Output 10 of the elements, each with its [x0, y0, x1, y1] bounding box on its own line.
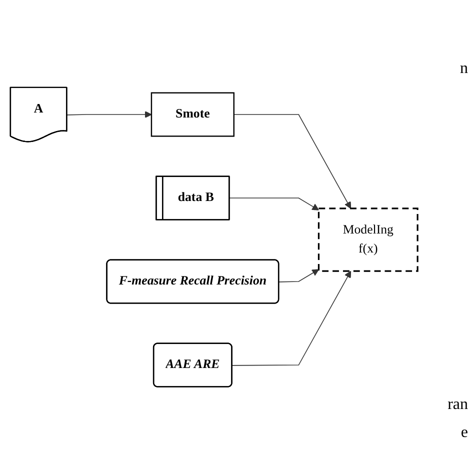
- cut-off-text: e: [460, 424, 468, 442]
- arrow: [278, 269, 320, 282]
- cut-off-text: ran: [448, 396, 468, 414]
- arrow: [228, 198, 320, 210]
- node-box: ModelIng f(x): [318, 208, 418, 272]
- arrow: [233, 114, 352, 209]
- arrow: [232, 270, 352, 366]
- cut-off-text: n: [460, 60, 468, 78]
- node-box: Smote: [150, 92, 234, 137]
- arrow: [66, 110, 152, 118]
